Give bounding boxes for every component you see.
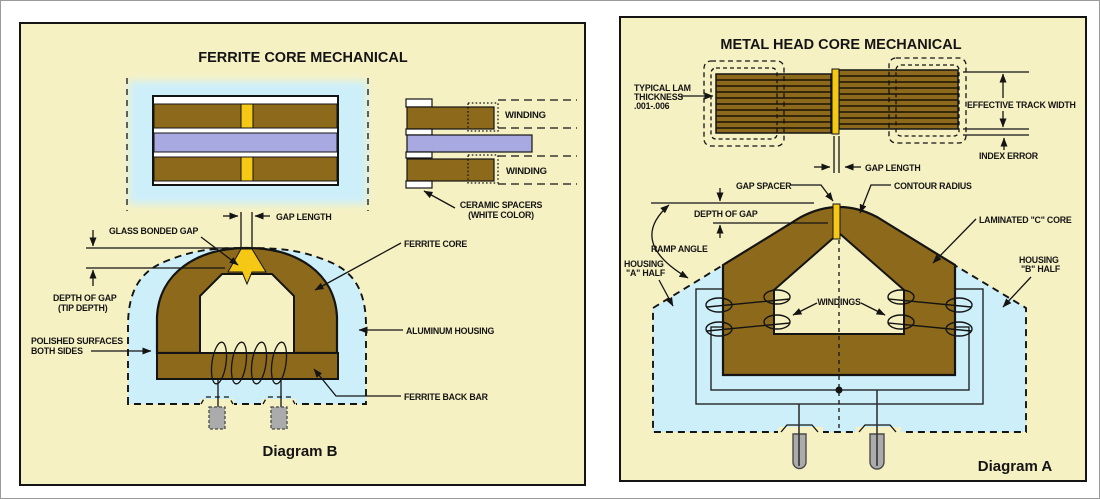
ceramic-spacers-label-1: CERAMIC SPACERS [459, 200, 542, 210]
ceramic-spacer-block [404, 179, 433, 189]
gap-length-label: GAP LENGTH [865, 163, 921, 173]
ferrite-back-bar-leader [312, 368, 401, 397]
ferrite-core-leader [314, 241, 401, 291]
core-top-view [151, 94, 339, 186]
housing-a-label-2: "A" HALF [626, 268, 666, 278]
diagram-b-caption: Diagram B [262, 443, 337, 460]
housing-b-label-1: HOUSING [1019, 255, 1059, 265]
pin-notch [261, 395, 296, 404]
ceramic-leader [423, 189, 455, 209]
diagram-a-caption: Diagram A [977, 458, 1052, 475]
ferrite-back-bar-label: FERRITE BACK BAR [404, 392, 489, 402]
glass-bonded-gap-leader [200, 235, 238, 266]
laminated-c-core-leader [932, 218, 976, 263]
index-error-label: INDEX ERROR [979, 151, 1039, 161]
panel-title: METAL HEAD CORE MECHANICAL [720, 37, 961, 53]
core-side-view [404, 97, 577, 189]
typical-lam-label-2: THICKNESS [634, 92, 683, 102]
winding-top-label: WINDING [505, 110, 546, 121]
gap-strip [831, 68, 839, 134]
lamination-top-view [702, 56, 967, 147]
aluminum-housing-label: ALUMINUM HOUSING [406, 326, 495, 336]
ferrite-core-label: FERRITE CORE [404, 239, 467, 249]
contour-radius-label: CONTOUR RADIUS [894, 181, 972, 191]
gap-spacer-shape [832, 203, 840, 239]
windings-coils [704, 288, 973, 337]
effective-track-width-label: EFFECTIVE TRACK WIDTH [967, 100, 1076, 110]
connector-pin [207, 405, 226, 430]
ramp-angle-label: RAMP ANGLE [651, 244, 708, 254]
gap-spacer-label: GAP SPACER [736, 181, 792, 191]
center-dot [835, 386, 842, 393]
depth-of-gap-label-1: DEPTH OF GAP [53, 293, 117, 303]
ramp-angle-arc [650, 204, 688, 279]
ferrite-core-diagram: FERRITE CORE MECHANICAL [31, 50, 577, 460]
depth-of-gap-label: DEPTH OF GAP [694, 209, 758, 219]
winding-coil [210, 341, 287, 384]
connector-pin [269, 405, 288, 430]
housing-b-label-2: "B" HALF [1021, 264, 1061, 274]
polished-surfaces-label-1: POLISHED SURFACES [31, 336, 123, 346]
panel-title: FERRITE CORE MECHANICAL [198, 50, 408, 66]
gap-spacer-leader [790, 183, 834, 201]
typical-lam-label-1: TYPICAL LAM [634, 83, 691, 93]
ferrite-back-bar-shape [155, 351, 339, 380]
pin-notch [199, 395, 234, 404]
windings-arrow [860, 301, 885, 316]
ferrite-core-panel: FERRITE CORE MECHANICAL [19, 22, 586, 486]
housing-a-leader [657, 279, 674, 306]
gap-bottom [240, 156, 253, 181]
glass-bonded-gap-label: GLASS BONDED GAP [109, 226, 199, 236]
gap-top [240, 103, 253, 128]
windings-label: WINDINGS [817, 297, 861, 307]
gap-length-label: GAP LENGTH [276, 212, 332, 222]
ceramic-spacers-label-2: (WHITE COLOR) [468, 210, 534, 220]
housing-b-leader [1002, 276, 1031, 307]
windings-arrow [792, 301, 817, 316]
winding-box-top [466, 101, 499, 132]
metal-head-diagram: METAL HEAD CORE MECHANICAL TYPICAL LAM T… [624, 37, 1076, 475]
contour-radius-leader [858, 183, 891, 213]
polished-surfaces-label-2: BOTH SIDES [31, 346, 83, 356]
typical-lam-label-3: .001-.006 [634, 101, 670, 111]
winding-bottom-label: WINDING [506, 166, 547, 177]
laminated-c-core-label: LAMINATED "C" CORE [979, 215, 1072, 225]
depth-of-gap-label-2: (TIP DEPTH) [58, 303, 108, 313]
core-window [198, 272, 295, 354]
metal-head-panel: METAL HEAD CORE MECHANICAL TYPICAL LAM T… [619, 16, 1087, 482]
winding-box-bottom [466, 153, 499, 184]
housing-a-label-1: HOUSING [624, 259, 664, 269]
